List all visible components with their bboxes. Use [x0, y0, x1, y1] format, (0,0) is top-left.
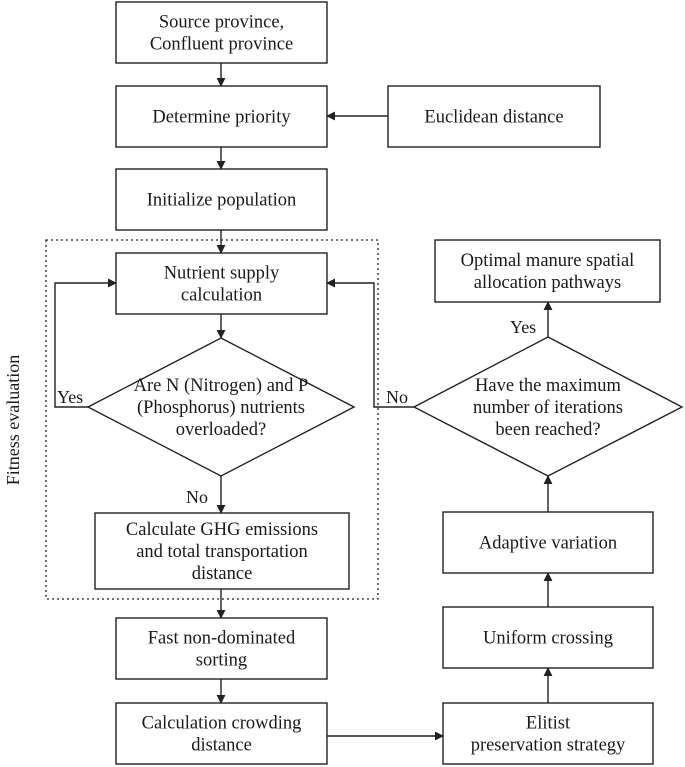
fitness-evaluation-group: [45, 239, 379, 600]
node-text-line: Euclidean distance: [424, 108, 563, 128]
node-text-line: Calculation crowding: [142, 714, 302, 734]
node-text-line: distance: [192, 564, 253, 584]
arrow-no-loop-to-nutrient: [326, 278, 414, 408]
yes-label-up: Yes: [510, 317, 536, 337]
node-text-line: Calculate GHG emissions: [126, 520, 318, 540]
arrow-yes-loop-to-nutrient: [54, 278, 117, 408]
node-text-line: Determine priority: [152, 108, 291, 128]
node-text-line: allocation pathways: [474, 273, 621, 293]
node-text-line: and total transportation: [136, 542, 308, 562]
node-text-line: Initialize population: [147, 191, 297, 211]
node-text-line: Confluent province: [150, 35, 293, 55]
uniform-crossing-text: Uniform crossing: [483, 629, 613, 649]
uniform-crossing-box: [442, 606, 654, 669]
nutrient-supply-box: [115, 252, 328, 315]
fitness-evaluation-label: Fitness evaluation: [3, 355, 23, 485]
node-text-line: (Phosphorus) nutrients: [137, 398, 305, 418]
nutrients-overloaded-text: Are N (Nitrogen) and P(Phosphorus) nutri…: [134, 376, 309, 440]
yes-label-left: Yes: [57, 387, 83, 407]
node-text-line: Uniform crossing: [483, 629, 613, 649]
euclidean-distance-box: [387, 85, 601, 148]
node-text-line: sorting: [196, 651, 247, 671]
node-text-line: Nutrient supply: [164, 264, 280, 284]
node-text-line: overloaded?: [176, 420, 266, 440]
adaptive-variation-text: Adaptive variation: [479, 534, 617, 554]
node-text-line: Optimal manure spatial: [461, 251, 635, 271]
adaptive-variation-box: [442, 511, 654, 574]
node-text-line: number of iterations: [473, 398, 623, 418]
node-text-line: been reached?: [495, 420, 600, 440]
node-text-line: preservation strategy: [471, 736, 626, 756]
euclidean-distance-text: Euclidean distance: [424, 108, 563, 128]
node-text-line: Fast non-dominated: [148, 629, 296, 649]
node-text-line: Source province,: [159, 13, 284, 33]
no-label-right: No: [386, 387, 408, 407]
node-text-line: Are N (Nitrogen) and P: [134, 376, 309, 396]
node-text-line: calculation: [181, 286, 262, 306]
determine-priority-text: Determine priority: [152, 108, 291, 128]
crowding-distance-box: [115, 702, 328, 765]
initialize-population-text: Initialize population: [147, 191, 297, 211]
node-text-line: distance: [191, 736, 252, 756]
source-province-text: Source province,Confluent province: [150, 13, 293, 55]
node-text-line: Elitist: [526, 714, 571, 734]
node-text-line: Have the maximum: [475, 376, 622, 396]
node-text-line: Adaptive variation: [479, 534, 617, 554]
no-label-down: No: [186, 487, 208, 507]
